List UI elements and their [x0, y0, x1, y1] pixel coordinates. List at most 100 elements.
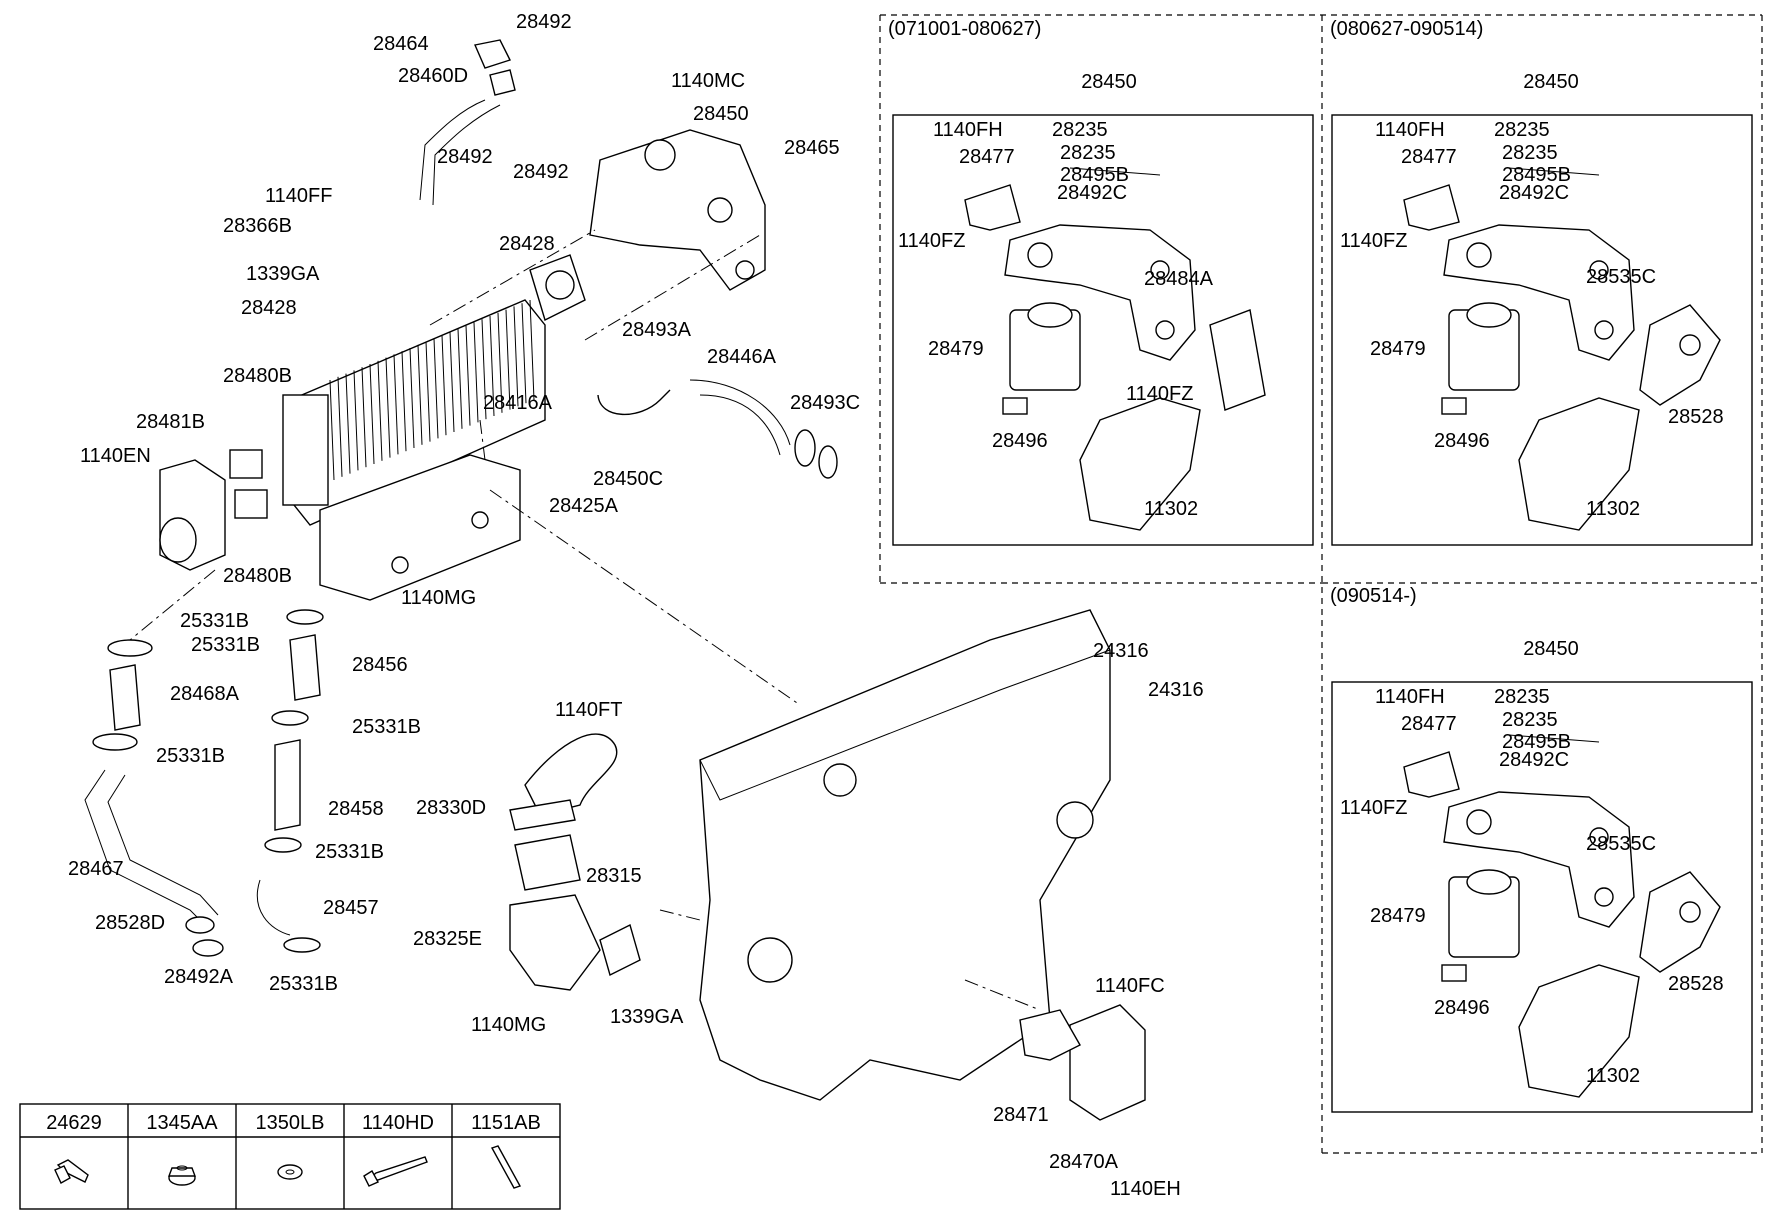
part-label: 25331B — [352, 716, 421, 738]
part-label: 28479 — [1370, 338, 1426, 360]
cooler-fin — [441, 335, 447, 436]
part-label: 25331B — [315, 841, 384, 863]
part-label: 1140FZ — [1340, 797, 1407, 819]
part-label: 28428 — [499, 233, 555, 255]
part-label: 28477 — [959, 146, 1015, 168]
cooler-fin — [337, 376, 343, 477]
cooler-fin — [521, 303, 527, 404]
part-label: 1140MG — [471, 1014, 546, 1036]
part-label: 28428 — [241, 297, 297, 319]
part-label: 28479 — [928, 338, 984, 360]
part-label: 28235 — [1060, 142, 1116, 164]
part-label: 28465 — [784, 137, 840, 159]
part-label: 28493C — [790, 392, 860, 414]
part-label: 1140FZ — [1126, 383, 1193, 405]
part-label: 28235 — [1052, 119, 1108, 141]
part-label: 1140FH — [1375, 119, 1445, 141]
part-label: 28325E — [413, 928, 482, 950]
egr-cooler-bracket — [319, 454, 521, 601]
part-label: 28477 — [1401, 713, 1457, 735]
part-label: 28315 — [586, 865, 642, 887]
part-label: 1140FZ — [1340, 230, 1407, 252]
part-label: 28460D — [398, 65, 468, 87]
cooler-fin — [497, 312, 503, 413]
cooler-fin — [505, 309, 511, 410]
part-label: 28235 — [1502, 142, 1558, 164]
stud-icon — [490, 1145, 522, 1189]
cooler-fin — [489, 315, 495, 417]
cooler-fin — [433, 338, 439, 439]
part-label: 1140FH — [1375, 686, 1445, 708]
variant-group-label: 28450 — [1081, 71, 1137, 93]
cooler-fin — [465, 325, 471, 426]
fastener-header-2: 1350LB — [256, 1112, 325, 1134]
part-label: 28496 — [1434, 997, 1490, 1019]
variant-frames — [879, 14, 1763, 1154]
fastener-header-0: 24629 — [46, 1112, 102, 1134]
variant-period-label: (090514-) — [1330, 585, 1417, 607]
cooler-fin — [401, 351, 407, 452]
long-bolt-icon — [363, 1156, 428, 1187]
variant-group-label: 28450 — [1523, 71, 1579, 93]
part-label: 28492 — [437, 146, 493, 168]
egr-cooler — [282, 254, 586, 526]
cooler-fin — [353, 370, 359, 471]
intake-elbow — [509, 733, 641, 991]
part-label: 28235 — [1494, 686, 1550, 708]
cooler-fin — [369, 363, 375, 465]
part-label: 28495B — [1502, 164, 1571, 186]
part-label: 28456 — [352, 654, 408, 676]
part-label: 28457 — [323, 897, 379, 919]
part-label: 28480B — [223, 565, 292, 587]
cooler-fin — [417, 344, 423, 445]
part-label: 28495B — [1502, 731, 1571, 753]
part-label: 25331B — [191, 634, 260, 656]
egr-pipe-right — [597, 379, 838, 479]
cooler-fin — [425, 341, 431, 442]
variant-labels: (071001-080627) 28450 1140FH 28235 28477 2823… — [888, 18, 1724, 1087]
part-label: 28330D — [416, 797, 486, 819]
fastener-header-1: 1345AA — [146, 1112, 218, 1134]
washer-icon — [277, 1164, 303, 1180]
part-label: 28450C — [593, 468, 663, 490]
part-label: 28458 — [328, 798, 384, 820]
variant-1-drawing — [964, 167, 1266, 531]
cooler-fin — [329, 379, 335, 481]
part-label: 24316 — [1148, 679, 1204, 701]
part-label: 1339GA — [246, 263, 320, 285]
part-label: 11302 — [1586, 498, 1640, 520]
hoses-left — [84, 609, 324, 957]
part-label: 28492C — [1499, 749, 1569, 771]
flange-bolt-icon — [54, 1159, 89, 1184]
variant-period-label: (080627-090514) — [1330, 18, 1483, 40]
part-label: 25331B — [269, 973, 338, 995]
cooler-fin — [409, 347, 415, 449]
part-label: 28528 — [1668, 406, 1724, 428]
part-label: 28479 — [1370, 905, 1426, 927]
cooler-fin — [393, 354, 399, 455]
part-label: 28480B — [223, 365, 292, 387]
cooler-fin — [481, 319, 487, 420]
cooler-fin — [457, 328, 463, 429]
part-label: 28528 — [1668, 973, 1724, 995]
part-label: 25331B — [180, 610, 249, 632]
part-label: 28450 — [693, 103, 749, 125]
variant-period-label: (071001-080627) — [888, 18, 1041, 40]
egr-valve-housing — [589, 129, 766, 291]
part-label: 1339GA — [610, 1006, 684, 1028]
part-label: 28496 — [992, 430, 1048, 452]
variant-2-drawing — [1403, 167, 1721, 531]
part-label: 1140EN — [80, 445, 151, 467]
fastener-header-3: 1140HD — [362, 1112, 434, 1134]
part-label: 28492 — [516, 11, 572, 33]
part-label: 28493A — [622, 319, 692, 341]
egr-cooler-flange — [159, 449, 268, 571]
part-label: 28492A — [164, 966, 234, 988]
part-label: 1140FC — [1095, 975, 1165, 997]
part-label: 28535C — [1586, 266, 1656, 288]
cooler-fin — [449, 331, 455, 433]
cooler-fin — [513, 306, 519, 407]
part-label: 28235 — [1502, 709, 1558, 731]
